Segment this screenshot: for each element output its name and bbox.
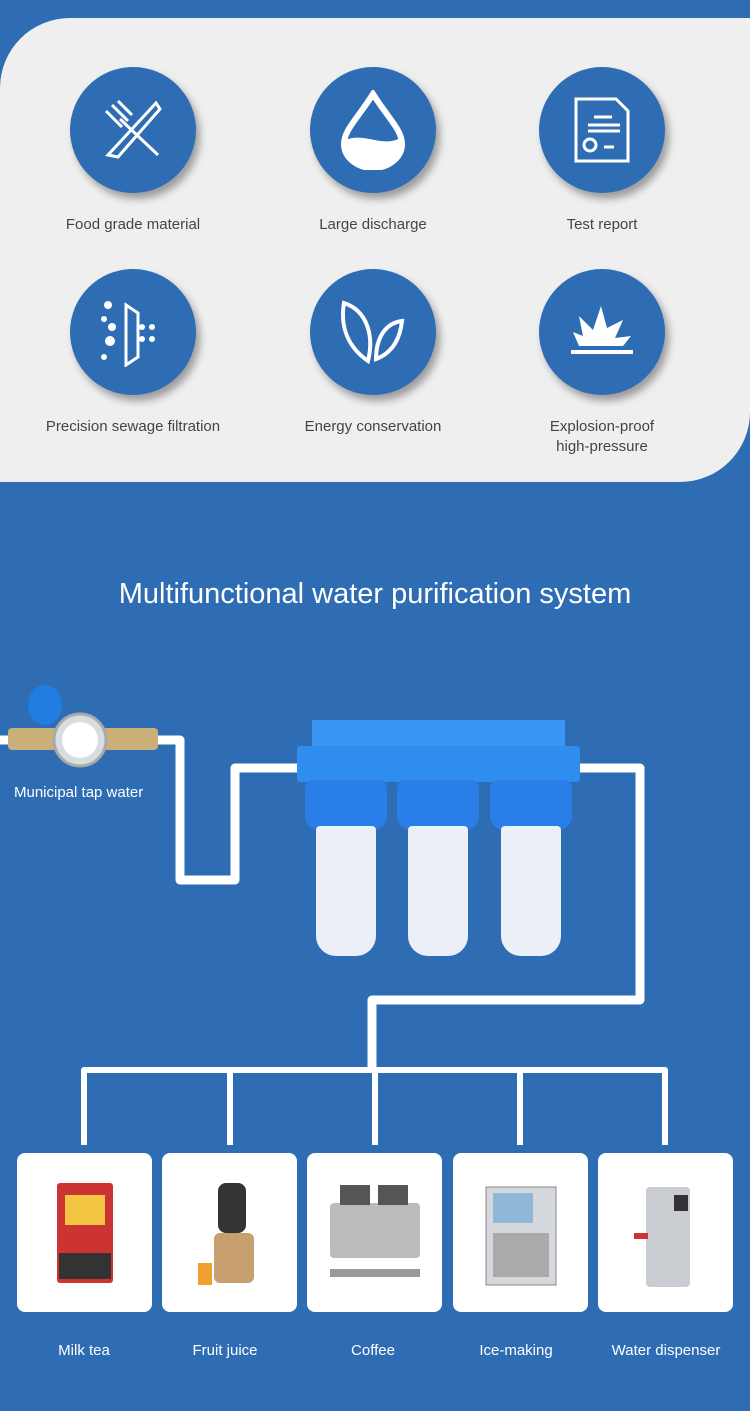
section-title: Multifunctional water purification syste… — [118, 578, 632, 610]
outlet-pipe — [367, 763, 645, 1068]
feature-energy: Energy conservation — [253, 269, 493, 437]
water-drop-icon — [310, 67, 436, 193]
feature-test-report: Test report — [482, 67, 722, 235]
application-card-milk-tea — [17, 1153, 152, 1312]
filtration-icon — [70, 269, 196, 395]
explosion-icon — [539, 269, 665, 395]
leaves-icon — [310, 269, 436, 395]
application-label: Coffee — [351, 1342, 395, 1359]
inlet-pipe — [0, 735, 300, 885]
application-card-fruit-juice — [162, 1153, 297, 1312]
fork-knife-icon — [70, 67, 196, 193]
application-label: Water dispenser — [611, 1342, 721, 1359]
feature-food-grade: Food grade material — [13, 67, 253, 235]
feature-filtration: Precision sewage filtration — [13, 269, 253, 437]
explosion-label-line2: high-pressure — [556, 438, 648, 455]
application-label: Fruit juice — [192, 1342, 258, 1359]
application-card-coffee — [307, 1153, 442, 1312]
distribution-pipes — [81, 1067, 668, 1145]
certificate-icon — [539, 67, 665, 193]
feature-explosion-proof: Explosion-proof high-pressure — [482, 269, 722, 457]
water-meter-icon — [8, 685, 158, 768]
triple-filter-image — [297, 718, 580, 958]
application-label: Ice-making — [479, 1342, 553, 1359]
explosion-label-line1: Explosion-proof — [549, 418, 655, 435]
application-card-water-dispenser — [598, 1153, 733, 1312]
source-label: Municipal tap water — [14, 784, 144, 801]
feature-large-discharge: Large discharge — [253, 67, 493, 235]
application-card-ice-making — [453, 1153, 588, 1312]
application-label: Milk tea — [58, 1342, 110, 1359]
